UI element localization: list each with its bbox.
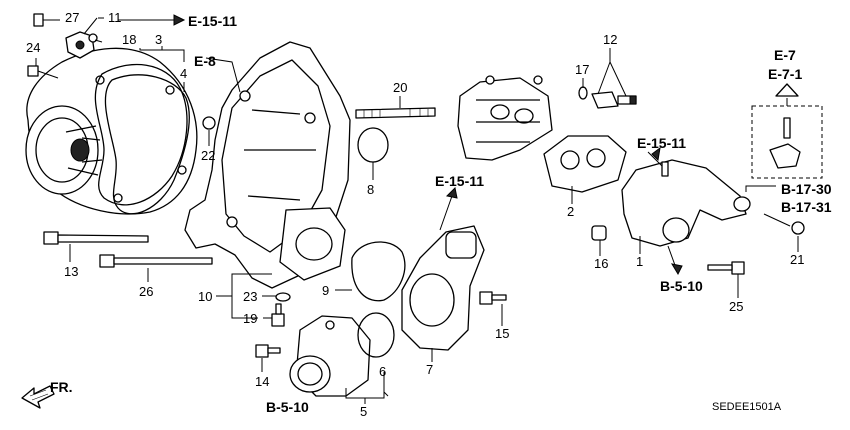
bolt-26[interactable] (99, 254, 213, 268)
arrow-up-icon (775, 83, 799, 97)
drawing-code: SEDEE1501A (712, 401, 782, 413)
bolt-13[interactable] (43, 231, 149, 245)
cap-16[interactable] (591, 225, 607, 241)
callout-6: 6 (379, 364, 386, 379)
ref-b17-31: B-17-31 (781, 199, 832, 215)
bolt-15[interactable] (479, 291, 507, 305)
callout-19: 19 (243, 311, 257, 326)
callout-4: 4 (180, 66, 187, 81)
ref-e15-11-right: E-15-11 (637, 135, 686, 151)
callout-7: 7 (426, 362, 433, 377)
ref-b5-10-right: B-5-10 (660, 278, 703, 294)
bolt-24[interactable] (27, 65, 59, 79)
callout-10: 10 (198, 289, 212, 304)
front-direction-arrow-icon (21, 385, 55, 409)
callout-labels: 27 11 18 3 4 24 22 8 20 13 26 10 23 19 1… (26, 10, 804, 419)
gasket-2[interactable] (543, 135, 627, 193)
callout-2: 2 (567, 204, 574, 219)
callout-26: 26 (139, 284, 153, 299)
bolt-27[interactable] (33, 13, 52, 27)
callout-24: 24 (26, 40, 40, 55)
ref-e8: E-8 (194, 53, 216, 69)
stud-20[interactable] (355, 107, 436, 119)
callout-9: 9 (322, 283, 329, 298)
inset-box (751, 98, 823, 179)
callout-11: 11 (108, 10, 122, 25)
callout-14: 14 (255, 374, 269, 389)
water-pump[interactable] (25, 47, 198, 215)
ref-e15-11-mid: E-15-11 (435, 173, 484, 189)
reference-labels: E-15-11 E-8 E-15-11 E-15-11 E-7 E-7-1 B-… (50, 13, 832, 415)
callout-18: 18 (122, 32, 136, 47)
washer-18[interactable] (88, 33, 98, 43)
callout-8: 8 (367, 182, 374, 197)
gasket-3[interactable] (94, 63, 188, 206)
callout-1: 1 (636, 254, 643, 269)
bolt-25[interactable] (707, 261, 745, 275)
bolt-14[interactable] (255, 344, 281, 358)
callout-17: 17 (575, 62, 589, 77)
ref-b17-30: B-17-30 (781, 181, 832, 197)
callout-16: 16 (594, 256, 608, 271)
washer-23[interactable] (275, 292, 291, 302)
callout-27: 27 (65, 10, 79, 25)
ref-e7: E-7 (774, 47, 796, 63)
callout-5: 5 (360, 404, 367, 419)
nut-21[interactable] (791, 221, 805, 235)
thermostat-cover-5[interactable] (289, 315, 371, 397)
bolt-19[interactable] (271, 303, 285, 327)
callout-21: 21 (790, 252, 804, 267)
leader-lines (35, 17, 799, 404)
washer-17[interactable] (578, 86, 588, 100)
thermostat-6[interactable] (357, 312, 395, 358)
gasket-9[interactable] (351, 241, 406, 302)
water-passage[interactable] (457, 75, 553, 161)
cap-22[interactable] (202, 116, 216, 130)
callout-13: 13 (64, 264, 78, 279)
water-outlet-1[interactable] (621, 159, 751, 247)
callout-22: 22 (201, 148, 215, 163)
callout-25: 25 (729, 299, 743, 314)
ref-e15-11-top: E-15-11 (188, 13, 237, 29)
reference-arrows (118, 14, 683, 397)
sensor-11[interactable] (65, 31, 95, 59)
cover[interactable] (184, 41, 351, 289)
callout-12: 12 (603, 32, 617, 47)
ref-e7-1: E-7-1 (768, 66, 802, 82)
o-ring-8[interactable] (357, 127, 389, 163)
front-label: FR. (50, 379, 73, 395)
o-ring-4[interactable] (104, 74, 190, 215)
sensor-12[interactable] (591, 91, 637, 109)
ref-b5-10-bottom: B-5-10 (266, 399, 309, 415)
callout-15: 15 (495, 326, 509, 341)
callout-3: 3 (155, 32, 162, 47)
callout-20: 20 (393, 80, 407, 95)
housing-7[interactable] (401, 225, 485, 351)
callout-23: 23 (243, 289, 257, 304)
